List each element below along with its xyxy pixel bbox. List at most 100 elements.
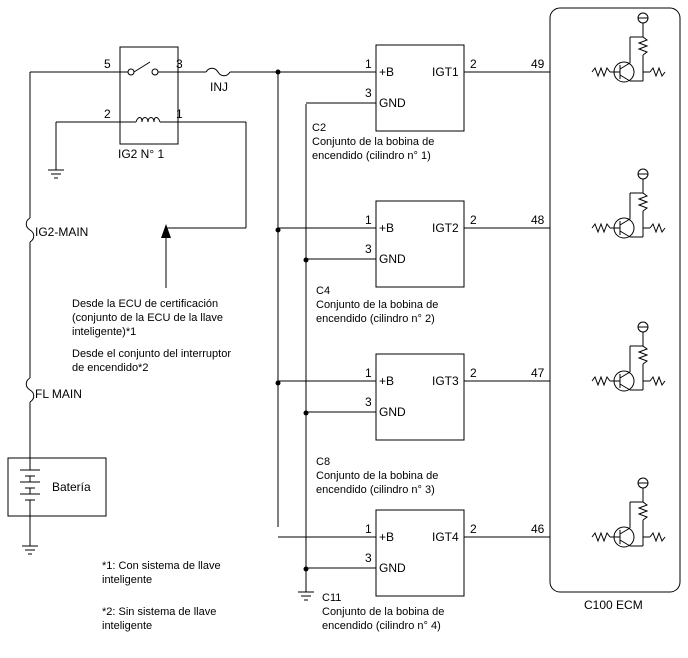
relay-pin-1: 1 [176, 107, 183, 121]
coil-label-out: IGT2 [432, 221, 459, 235]
inj-fuse-icon [205, 67, 231, 77]
inj-fuse-label: INJ [210, 80, 228, 94]
coil-box [375, 44, 465, 132]
relay-name: IG2 N° 1 [118, 147, 164, 161]
coil-pin-b: 1 [365, 366, 372, 380]
ground-icon [48, 169, 64, 179]
ignition-coil-1: 13+BGNDIGT1249IGT1C2Conjunto de la bobin… [306, 44, 592, 162]
ignition-coil-2: 13+BGNDIGT2248IGT2C4Conjunto de la bobin… [278, 200, 592, 325]
resistor-icon [649, 375, 666, 387]
resistor-icon [637, 36, 649, 56]
ecm-pin-number: 49 [531, 57, 545, 71]
ground-icon [22, 545, 38, 555]
coil-desc-line1: Conjunto de la bobina de [322, 606, 444, 618]
coil-desc-line1: Conjunto de la bobina de [312, 136, 434, 148]
ignition-coils: 13+BGNDIGT1249IGT1C2Conjunto de la bobin… [278, 44, 592, 632]
coil-label-gnd: GND [379, 96, 406, 110]
resistor-icon [649, 531, 666, 543]
coil-pin-gnd: 3 [365, 551, 372, 565]
resistor-icon [591, 531, 611, 543]
coil-pin-b: 1 [365, 213, 372, 227]
footnote-2-line1: *2: Sin sistema de llave [102, 606, 216, 618]
ground-icon [298, 591, 314, 601]
source-note-line5: de encendido*2 [72, 362, 148, 374]
coil-label-gnd: GND [379, 561, 406, 575]
battery-label: Batería [52, 480, 91, 494]
coil-connector: C4 [316, 285, 330, 297]
coil-connector: C8 [316, 456, 330, 468]
fl-main-fuse-icon [25, 377, 35, 403]
coil-box [375, 509, 465, 597]
coil-label-gnd: GND [379, 405, 406, 419]
coil-box [375, 353, 465, 441]
ecm-transistor-icon [591, 168, 666, 239]
resistor-icon [637, 345, 649, 365]
coil-label-gnd: GND [379, 252, 406, 266]
coil-label-b: +B [379, 530, 394, 544]
coil-pin-out: 2 [470, 57, 477, 71]
coil-label-b: +B [379, 65, 394, 79]
coil-pin-out: 2 [470, 366, 477, 380]
resistor-icon [637, 501, 649, 521]
coil-label-out: IGT3 [432, 374, 459, 388]
coil-label-b: +B [379, 374, 394, 388]
resistor-icon [591, 222, 611, 234]
source-note-line4: Desde el conjunto del interruptor [72, 348, 231, 360]
power-supply-section: IG2-MAIN FL MAIN Batería [7, 46, 376, 555]
resistor-icon [649, 66, 666, 78]
bus-wires [275, 69, 314, 601]
ecm-box [549, 7, 681, 593]
coil-pin-b: 1 [365, 522, 372, 536]
coil-label-out: IGT1 [432, 65, 459, 79]
ecm-transistor-icon [591, 12, 666, 83]
relay-pin-2: 2 [104, 107, 111, 121]
footnote-1-line1: *1: Con sistema de llave [102, 560, 221, 572]
coil-desc-line2: encendido (cilindro n° 3) [316, 484, 435, 496]
coil-label-out: IGT4 [432, 530, 459, 544]
resistor-icon [591, 66, 611, 78]
footnote-2-line2: inteligente [102, 620, 152, 632]
coil-label-b: +B [379, 221, 394, 235]
arrow-up-icon [161, 224, 171, 238]
coil-pin-out: 2 [470, 213, 477, 227]
ignition-coil-3: 13+BGNDIGT3247IGT3C8Conjunto de la bobin… [278, 353, 592, 496]
resistor-icon [637, 192, 649, 212]
coil-pin-out: 2 [470, 522, 477, 536]
coil-pin-gnd: 3 [365, 395, 372, 409]
footnotes: *1: Con sistema de llave inteligente *2:… [102, 560, 221, 632]
ecm-transistor-icon [591, 477, 666, 548]
coil-box [375, 200, 465, 288]
source-note-line2: (conjunto de la ECU de la llave [72, 312, 223, 324]
ignition-coil-4: 13+BGNDIGT4246IGT4C11Conjunto de la bobi… [278, 509, 592, 632]
ig2-main-fuse-icon [25, 217, 35, 243]
relay-pin-5: 5 [104, 57, 111, 71]
coil-pin-gnd: 3 [365, 86, 372, 100]
source-note-line1: Desde la ECU de certificación [72, 298, 218, 310]
footnote-1-line2: inteligente [102, 574, 152, 586]
coil-desc-line2: encendido (cilindro n° 2) [316, 313, 435, 325]
ecm-driver-circuits [591, 12, 666, 548]
relay-switch-icon [120, 61, 178, 76]
coil-connector: C11 [322, 592, 341, 604]
ecm-label: C100 ECM [584, 598, 643, 612]
relay-pin-3: 3 [176, 57, 183, 71]
ecm-pin-number: 46 [531, 522, 545, 536]
resistor-icon [591, 375, 611, 387]
coil-pin-gnd: 3 [365, 242, 372, 256]
coil-desc-line2: encendido (cilindro n° 4) [322, 620, 441, 632]
coil-desc-line2: encendido (cilindro n° 1) [312, 150, 431, 162]
resistor-icon [649, 222, 666, 234]
coil-desc-line1: Conjunto de la bobina de [316, 299, 438, 311]
fl-main-fuse-label: FL MAIN [35, 387, 82, 401]
ecm-pin-number: 47 [531, 366, 545, 380]
ig2-main-fuse-label: IG2-MAIN [35, 225, 88, 239]
ig2-relay-box [119, 46, 179, 145]
coil-desc-line1: Conjunto de la bobina de [316, 470, 438, 482]
coil-pin-b: 1 [365, 57, 372, 71]
source-note-line3: inteligente)*1 [72, 326, 136, 338]
relay-coil-icon [120, 117, 178, 123]
ecm-pin-number: 48 [531, 213, 545, 227]
ecm-transistor-icon [591, 321, 666, 392]
battery-icon [7, 457, 107, 517]
coil-connector: C2 [312, 122, 326, 134]
